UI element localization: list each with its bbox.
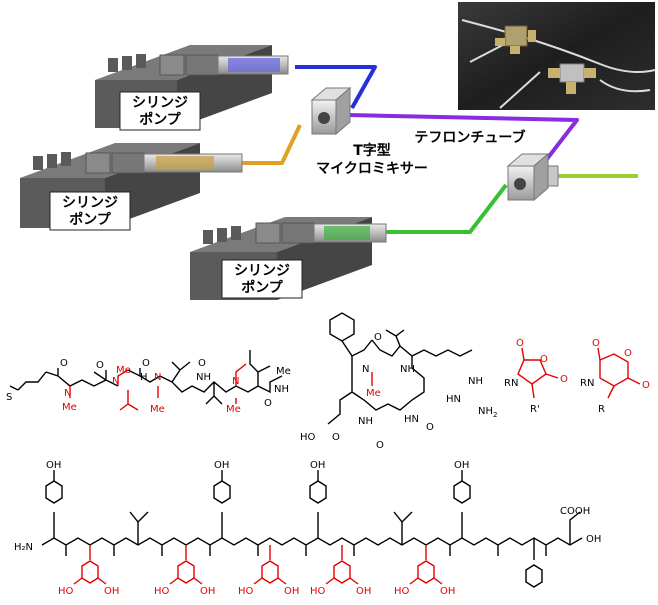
chem-oh-1: OH — [46, 460, 61, 471]
photo-inset — [458, 2, 656, 110]
chem-r-prime: R' — [530, 404, 540, 415]
mixer-label-line1: T字型 — [353, 142, 391, 159]
chem-s: S — [6, 392, 12, 403]
chem-rn-2: RN — [580, 378, 594, 389]
chem-ho-4: HO — [238, 586, 254, 597]
tubes — [240, 65, 638, 234]
chem-me-5: Me — [276, 366, 291, 377]
chem-o-15: O — [642, 380, 650, 391]
chem-n-2: N — [112, 376, 119, 387]
pump-3-label-line1: シリンジ — [234, 263, 290, 279]
chem-nh-3: NH — [400, 364, 415, 375]
chem-o-11: O — [540, 354, 548, 365]
chem-r: R — [598, 404, 605, 415]
chem-o-3: O — [142, 358, 150, 369]
chem-oh-5: OH — [586, 534, 601, 545]
chem-n-3: N — [154, 372, 161, 383]
chem-nh2: NH2 — [478, 406, 497, 419]
chem-n-4: N — [232, 376, 239, 387]
chem-o-14: O — [624, 348, 632, 359]
chem-oh-4: OH — [454, 460, 469, 471]
syringe-pump-3: シリンジ ポンプ — [190, 217, 387, 300]
chem-o-10: O — [516, 338, 524, 349]
chem-nh-1: NH — [196, 372, 211, 383]
chem-o-7: O — [332, 432, 340, 443]
tube-blue — [295, 65, 377, 109]
mixer-label-line2: マイクロミキサー — [316, 161, 428, 177]
chem-me-1: Me — [62, 402, 77, 413]
chem-cooh: COOH — [560, 506, 590, 517]
pump-1-label-line2: ポンプ — [139, 111, 182, 128]
chem-o-5: O — [264, 398, 272, 409]
syringe-pump-1: シリンジ ポンプ — [95, 45, 289, 131]
structure-nca-alpha: O O O RN R' — [504, 338, 568, 415]
structure-nca-beta: O O O RN R — [580, 338, 650, 415]
pump-1-label-line1: シリンジ — [132, 95, 188, 111]
chem-oh-3: OH — [310, 460, 325, 471]
chem-ho-5: HO — [310, 586, 326, 597]
pump-2-label-line2: ポンプ — [69, 211, 112, 228]
tube-orange — [240, 124, 302, 165]
structure-long-peptide: OH OH OH OH H₂N COOH OH HO OH HO OH HO O… — [14, 460, 601, 597]
chem-ho-2: HO — [58, 586, 74, 597]
chem-oh-10: OH — [440, 586, 455, 597]
chem-o-4: O — [198, 358, 206, 369]
chem-me-6: Me — [366, 388, 381, 399]
chem-me-4: Me — [226, 404, 241, 415]
chem-ho-6: HO — [394, 586, 410, 597]
chem-h: H — [140, 372, 148, 383]
t-mixer-1 — [310, 86, 352, 136]
chem-o-6: O — [374, 332, 382, 343]
chem-ho-3: HO — [154, 586, 170, 597]
chem-me-2: Me — [116, 365, 131, 376]
chem-o-8: O — [376, 440, 384, 451]
tube-label: テフロンチューブ — [414, 129, 525, 146]
chem-hn-2: HN — [404, 414, 419, 425]
chem-oh-8: OH — [284, 586, 299, 597]
pump-3-label-line2: ポンプ — [241, 279, 284, 296]
chem-oh-9: OH — [356, 586, 371, 597]
chem-o-1: O — [60, 358, 68, 369]
pump-2-label-line1: シリンジ — [62, 195, 118, 211]
chem-nh-2: NH — [274, 384, 289, 395]
chem-hn-1: HN — [446, 394, 461, 405]
chem-o-12: O — [560, 374, 568, 385]
chem-o-9: O — [426, 422, 434, 433]
chem-oh-2: OH — [214, 460, 229, 471]
chem-o-13: O — [592, 338, 600, 349]
chem-ho-1: HO — [300, 432, 316, 443]
tube-purple — [347, 113, 579, 170]
chem-nh-4: NH — [468, 376, 483, 387]
chem-oh-6: OH — [104, 586, 119, 597]
chem-oh-7: OH — [200, 586, 215, 597]
chem-h2n: H₂N — [14, 542, 33, 553]
chem-rn-1: RN — [504, 378, 518, 389]
chem-n-5: N — [362, 364, 369, 375]
structure-linear-peptide: S O N Me O N Me H O N Me NH O N Me Me NH… — [6, 350, 291, 415]
syringe-pump-2: シリンジ ポンプ — [20, 143, 243, 231]
tube-green — [385, 183, 508, 234]
structure-cyclic-peptide: O N Me NH NH HN NH2 NH HN HO O O O — [300, 312, 497, 451]
t-mixer-2 — [506, 152, 559, 202]
chem-nh-5: NH — [358, 416, 373, 427]
chem-n-1: N — [64, 388, 71, 399]
chem-o-2: O — [96, 360, 104, 371]
chem-me-3: Me — [150, 404, 165, 415]
